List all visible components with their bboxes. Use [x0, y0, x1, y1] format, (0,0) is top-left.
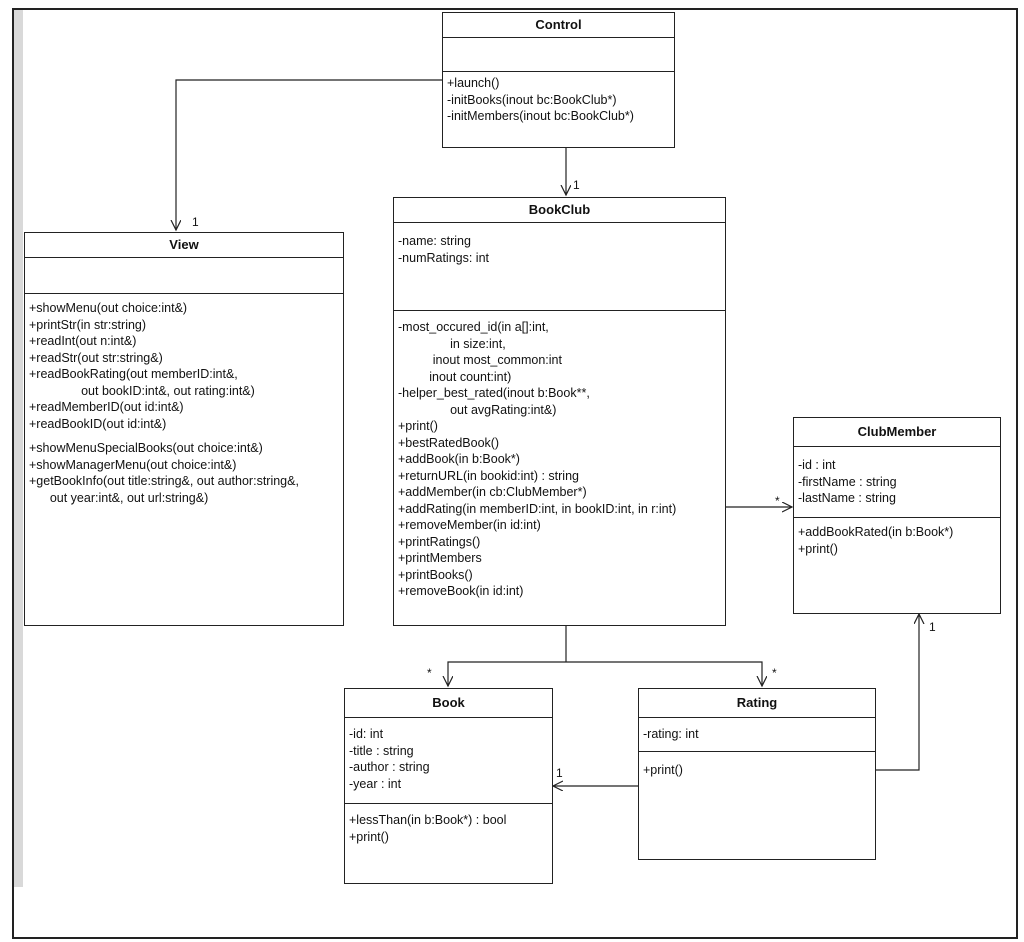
method-line: +printMembers: [398, 551, 482, 565]
method-line: +showManagerMenu(out choice:int&): [29, 457, 237, 472]
class-control[interactable]: Control +launch() -initBooks(inout bc:Boo…: [442, 12, 675, 148]
method-line: -most_occured_id(in a[]:int,: [398, 320, 549, 334]
attribute-line: -year : int: [349, 776, 402, 791]
method-line: +readBookID(out id:int&): [29, 416, 167, 431]
method-line: in size:int,: [398, 336, 506, 351]
method-line: +bestRatedBook(): [398, 435, 500, 450]
mult-rating-clubmember: 1: [929, 620, 936, 634]
attribute-line: -id : int: [798, 458, 836, 472]
attributes-section: -id: int -title : string -author : string -…: [345, 718, 552, 804]
method-line: +removeMember(in id:int): [398, 518, 541, 532]
class-name: View: [25, 233, 343, 258]
method-line: +addMember(in cb:ClubMember*): [398, 485, 587, 499]
method-line: +returnURL(in bookid:int) : string: [398, 468, 579, 483]
method-line: +print(): [798, 541, 838, 556]
method-line: +printStr(in str:string): [29, 317, 147, 332]
method-line: +readMemberID(out id:int&): [29, 400, 184, 414]
method-line: +getBookInfo(out title:string&, out auth…: [29, 474, 299, 488]
method-line: -helper_best_rated(inout b:Book**,: [398, 386, 590, 400]
method-line: +lessThan(in b:Book*) : bool: [349, 813, 507, 827]
attributes-section: -rating: int: [639, 718, 875, 752]
attributes-section: [443, 38, 674, 72]
class-name: Book: [345, 689, 552, 718]
class-clubmember[interactable]: ClubMember -id : int-firstName : string-…: [793, 417, 1001, 614]
class-name: Control: [443, 13, 674, 38]
method-line: inout count:int): [398, 369, 512, 384]
methods-section: +print(): [639, 752, 875, 782]
attribute-line: -id: int: [349, 727, 384, 741]
attributes-section: [25, 258, 343, 294]
methods-section: +addBookRated(in b:Book*) +print(): [794, 518, 1000, 560]
mult-rating-book: 1: [556, 766, 563, 780]
method-line: +print(): [349, 829, 389, 844]
attribute-line: -numRatings: int: [398, 250, 490, 265]
left-sidebar-strip: [14, 10, 23, 887]
method-line: out bookID:int&, out rating:int&): [29, 383, 255, 398]
attribute-line: -lastName : string: [798, 491, 896, 505]
class-bookclub[interactable]: BookClub -name: string -numRatings: int -…: [393, 197, 726, 626]
methods-section: +showMenu(out choice:int&) +printStr(in s…: [25, 294, 343, 509]
method-line: +addRating(in memberID:int, in bookID:in…: [398, 501, 677, 516]
class-rating[interactable]: Rating -rating: int +print(): [638, 688, 876, 860]
method-line: +launch(): [447, 76, 500, 90]
method-line: out avgRating:int&): [398, 402, 557, 417]
mult-bookclub-book: *: [427, 666, 432, 680]
class-book[interactable]: Book -id: int -title : string -author : st…: [344, 688, 553, 884]
class-name: Rating: [639, 689, 875, 718]
method-line: [29, 432, 339, 440]
methods-section: -most_occured_id(in a[]:int, in size:int…: [394, 311, 725, 603]
mult-control-view: 1: [192, 215, 199, 229]
method-line: +printRatings(): [398, 534, 481, 549]
method-line: -initBooks(inout bc:BookClub*): [447, 92, 617, 107]
class-name: BookClub: [394, 198, 725, 223]
method-line: +showMenu(out choice:int&): [29, 301, 188, 315]
method-line: +addBookRated(in b:Book*): [798, 525, 954, 539]
attributes-section: -name: string -numRatings: int: [394, 223, 725, 311]
method-line: +printBooks(): [398, 567, 473, 582]
method-line: +removeBook(in id:int): [398, 584, 524, 598]
class-view[interactable]: View +showMenu(out choice:int&) +printStr…: [24, 232, 344, 626]
mult-bookclub-rating: *: [772, 666, 777, 680]
methods-section: +launch() -initBooks(inout bc:BookClub*) -…: [443, 72, 674, 128]
attribute-line: -name: string: [398, 234, 471, 248]
method-line: +readBookRating(out memberID:int&,: [29, 367, 238, 381]
method-line: +print(): [643, 763, 683, 777]
method-line: +readStr(out str:string&): [29, 350, 163, 365]
attribute-line: -title : string: [349, 743, 414, 758]
method-line: +addBook(in b:Book*): [398, 452, 520, 466]
mult-bookclub-clubmember: *: [775, 494, 780, 508]
method-line: +print(): [398, 419, 438, 433]
attribute-line: -author : string: [349, 760, 430, 774]
method-line: -initMembers(inout bc:BookClub*): [447, 109, 634, 123]
method-line: +showMenuSpecialBooks(out choice:int&): [29, 441, 263, 455]
method-line: inout most_common:int: [398, 353, 562, 367]
method-line: +readInt(out n:int&): [29, 334, 137, 348]
class-name: ClubMember: [794, 418, 1000, 447]
attribute-line: -firstName : string: [798, 474, 897, 489]
attribute-line: -rating: int: [643, 727, 699, 741]
attributes-section: -id : int -firstName : string -lastName : …: [794, 447, 1000, 518]
methods-section: +lessThan(in b:Book*) : bool +print(): [345, 804, 552, 848]
mult-control-bookclub: 1: [573, 178, 580, 192]
method-line: out year:int&, out url:string&): [29, 490, 209, 505]
